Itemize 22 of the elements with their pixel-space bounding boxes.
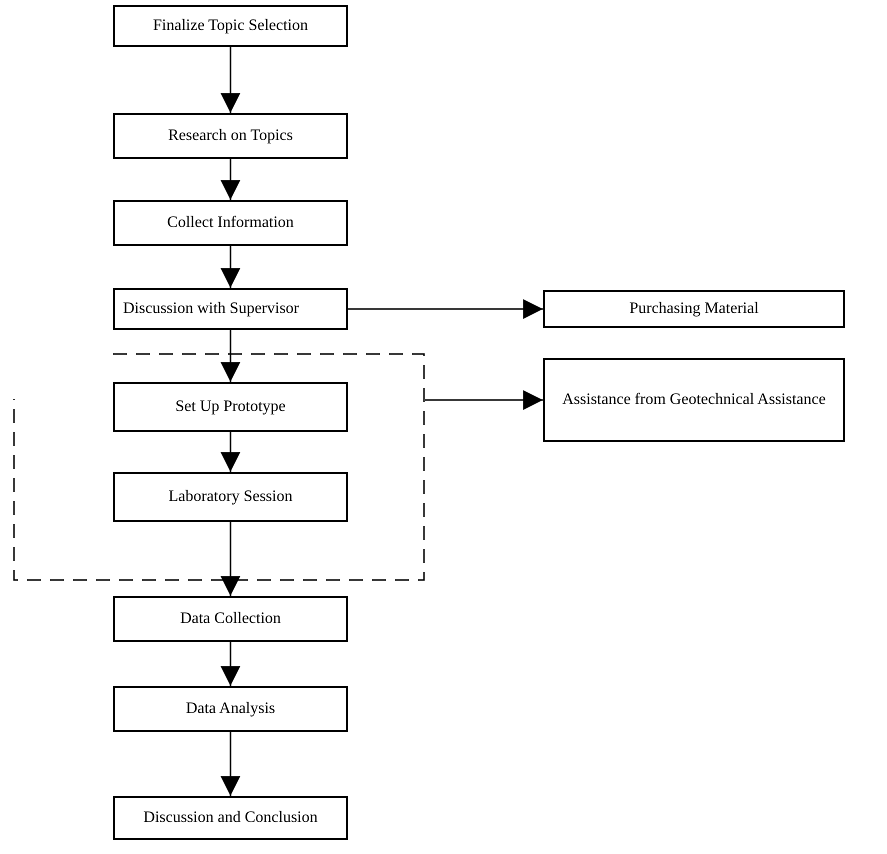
arrow	[220, 642, 240, 686]
process-box: Data Analysis	[113, 686, 348, 732]
process-box: Collect Information	[113, 200, 348, 246]
dashed-group-outline	[13, 353, 425, 581]
process-box: Set Up Prototype	[113, 382, 348, 432]
arrow	[220, 732, 240, 796]
arrow	[348, 299, 543, 319]
arrow	[220, 47, 240, 113]
process-box: Discussion and Conclusion	[113, 796, 348, 840]
arrow	[220, 330, 240, 382]
process-box: Discussion with Supervisor	[113, 288, 348, 330]
process-box: Laboratory Session	[113, 472, 348, 522]
arrow	[425, 390, 543, 410]
process-box: Finalize Topic Selection	[113, 5, 348, 47]
process-box: Data Collection	[113, 596, 348, 642]
arrow	[220, 159, 240, 200]
process-box: Research on Topics	[113, 113, 348, 159]
process-box: Purchasing Material	[543, 290, 845, 328]
process-box: Assistance from Geotechnical Assistance	[543, 358, 845, 442]
arrow	[220, 246, 240, 288]
arrow	[220, 522, 240, 596]
arrow	[220, 432, 240, 472]
